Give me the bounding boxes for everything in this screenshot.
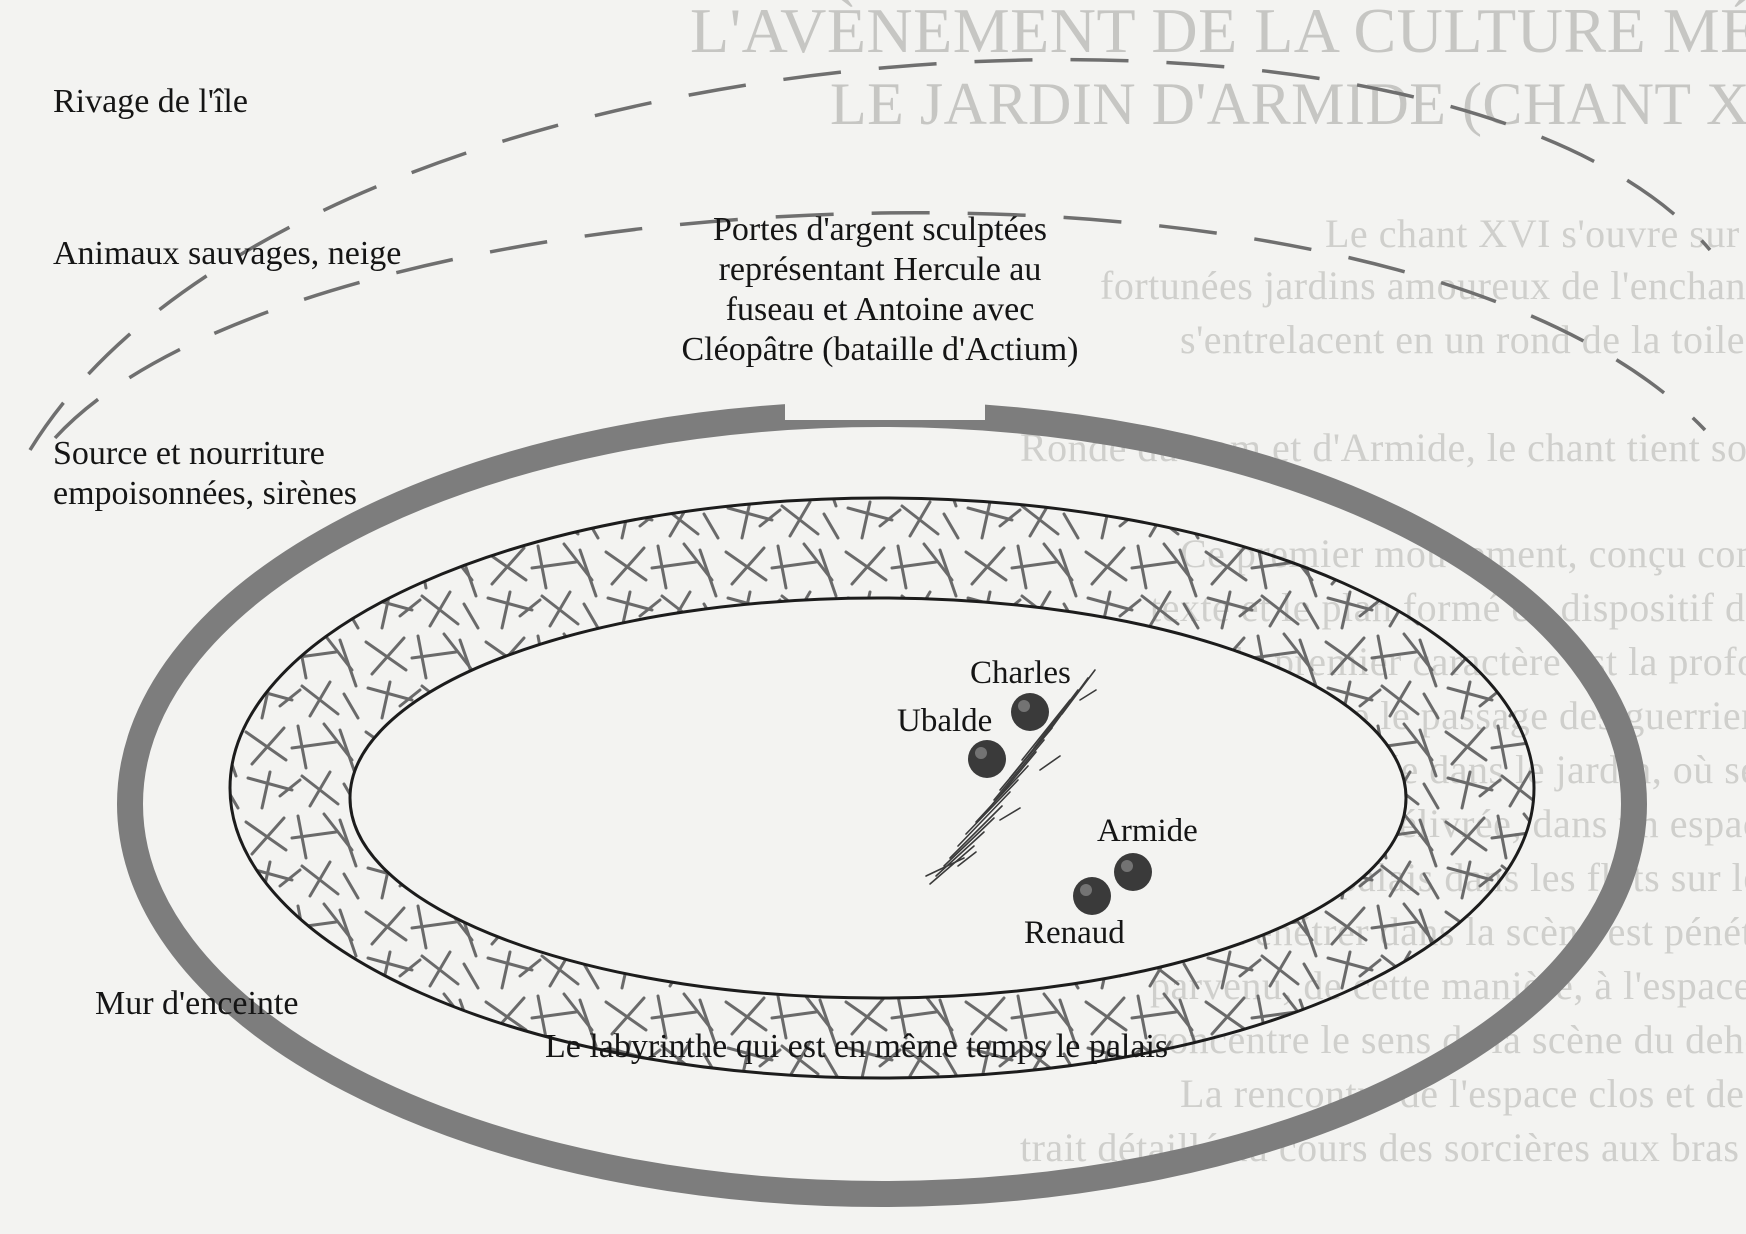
label-enclosure-wall: Mur d'enceinte — [95, 985, 299, 1022]
label-labyrinth-palace: Le labyrinthe qui est en même temps le p… — [545, 1028, 1169, 1065]
character-armide-figure — [1114, 853, 1152, 891]
name-charles: Charles — [970, 655, 1071, 691]
inner-dashed-arc — [53, 211, 1707, 440]
name-renaud: Renaud — [1024, 915, 1125, 951]
label-silver-gates: Portes d'argent sculptées représentant H… — [640, 210, 1120, 370]
label-shore: Rivage de l'île — [53, 83, 248, 120]
label-gates-line3: fuseau et Antoine avec — [725, 291, 1035, 328]
label-wild-animals: Animaux sauvages, neige — [53, 235, 402, 272]
character-ubalde-figure — [968, 740, 1006, 778]
magic-streak — [925, 669, 1097, 885]
labyrinth-band — [228, 496, 1536, 1080]
character-renaud-figure — [1073, 877, 1111, 915]
character-charles-figure — [1011, 693, 1049, 731]
label-poisoned-spring: Source et nourriture empoisonnées, sirèn… — [53, 434, 357, 514]
label-gates-line4: Cléopâtre (bataille d'Actium) — [681, 331, 1079, 368]
label-poisoned-spring-line1: Source et nourriture — [53, 435, 325, 472]
label-gates-line2: représentant Hercule au — [718, 251, 1042, 288]
name-ubalde: Ubalde — [897, 703, 993, 739]
name-armide: Armide — [1097, 813, 1198, 849]
label-poisoned-spring-line2: empoisonnées, sirènes — [53, 475, 358, 512]
label-gates-line1: Portes d'argent sculptées — [712, 211, 1048, 248]
